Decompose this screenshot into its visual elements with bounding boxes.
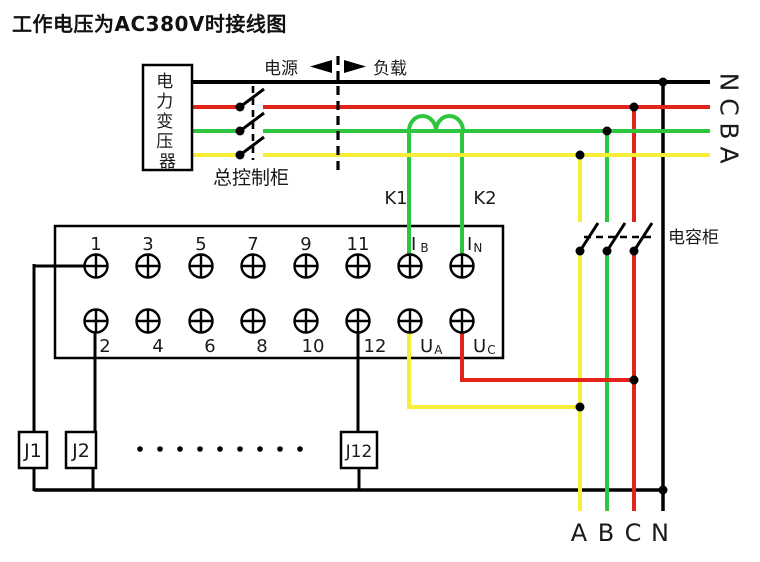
terminal-label-3: 3	[142, 234, 153, 255]
junction-a-top	[575, 150, 585, 160]
terminal-label-6: 6	[204, 336, 215, 357]
terminal-11	[345, 253, 371, 279]
terminal-uc	[449, 308, 475, 334]
cap-switch-blade-a	[578, 222, 600, 252]
junction-dots	[575, 77, 668, 495]
cap-switch-pivot-b	[602, 246, 612, 256]
terminal-label-11: 11	[347, 234, 370, 255]
terminal-8	[240, 308, 266, 334]
junction-n-bus	[658, 485, 668, 495]
bottom-bus-labels: A B C N	[571, 519, 669, 547]
switch-blade-b	[239, 111, 265, 133]
wire-uc-tap	[460, 332, 634, 382]
terminal-7	[240, 253, 266, 279]
terminal-label-5: 5	[195, 234, 206, 255]
right-label-b: B	[715, 122, 744, 139]
terminal-3	[135, 253, 161, 279]
capacitor-label: 电容柜	[668, 228, 719, 248]
terminal-12	[345, 308, 371, 334]
terminal-2	[83, 308, 109, 334]
right-bus-labels: N C B A	[715, 73, 744, 164]
junction-ua	[575, 402, 585, 412]
terminal-block-outline	[53, 224, 505, 360]
cap-switch-pivot-c	[629, 246, 639, 256]
main-cabinet-label: 总控制柜	[213, 167, 289, 189]
terminal-label-9: 9	[300, 234, 311, 255]
cap-switch-blade-b	[605, 222, 627, 252]
terminal-label-in: IN	[467, 234, 482, 255]
bottom-label-a: A	[571, 519, 588, 547]
terminal-label-7: 7	[247, 234, 258, 255]
terminal-ua	[397, 308, 423, 334]
terminal-bottom-labels: 2 4 6 8 10 12	[99, 336, 386, 357]
terminal-5	[188, 253, 214, 279]
main-cabinet-switch	[235, 86, 265, 160]
relay-box-j1	[17, 430, 49, 470]
right-label-c: C	[715, 98, 744, 115]
page-title: 工作电压为AC380V时接线图	[12, 12, 287, 36]
relay-box-j2	[64, 430, 98, 470]
terminal-ib	[397, 253, 423, 279]
relay-outputs: J1 J2 J12	[17, 430, 379, 470]
relay-ellipsis-dots	[137, 446, 303, 452]
load-label: 负载	[373, 59, 407, 79]
terminal-label-4: 4	[152, 336, 163, 357]
bottom-label-b: B	[598, 519, 614, 547]
terminal-label-8: 8	[256, 336, 267, 357]
switch-pivot-c	[235, 102, 245, 112]
terminal-label-2: 2	[99, 336, 110, 357]
transformer-box	[141, 63, 194, 172]
switch-pivot-b	[235, 126, 245, 136]
wire-ua-tap	[407, 332, 580, 409]
switch-blade-a	[239, 135, 265, 157]
junction-b-top	[602, 126, 612, 136]
junction-n-top	[658, 77, 668, 87]
ct-label-k2: K2	[473, 188, 496, 209]
terminal-screws	[83, 253, 475, 334]
source-arrow-icon	[310, 60, 332, 73]
terminal-6	[188, 308, 214, 334]
terminal-in	[449, 253, 475, 279]
load-arrow-icon	[344, 60, 366, 73]
relay-box-j12	[339, 430, 379, 470]
terminal-label-1: 1	[90, 234, 101, 255]
terminal-4	[135, 308, 161, 334]
source-label: 电源	[264, 59, 298, 79]
relay-label-j12: J12	[345, 442, 373, 462]
cap-switch-blade-c	[632, 222, 654, 252]
cap-switch-pivot-a	[575, 246, 585, 256]
capacitor-branch	[578, 107, 636, 511]
right-label-a: A	[715, 146, 744, 163]
switch-pivot-a	[235, 150, 245, 160]
relay-label-j1: J1	[23, 440, 42, 462]
terminal-10	[293, 308, 319, 334]
capacitor-switch	[575, 222, 654, 256]
ct-label-k1: K1	[384, 188, 407, 209]
terminal-label-uc: UC	[473, 336, 496, 357]
terminal-label-12: 12	[364, 336, 387, 357]
bottom-label-c: C	[625, 519, 642, 547]
bottom-label-n: N	[651, 519, 669, 547]
terminal-label-10: 10	[302, 336, 325, 357]
terminal-top-labels: 1 3 5 7 9 11	[90, 234, 369, 255]
right-label-n: N	[715, 73, 744, 92]
transformer-label: 电 力 变 压 器	[156, 72, 178, 172]
terminal-label-ua: UA	[420, 336, 443, 357]
current-transformer-icon	[407, 114, 465, 132]
switch-blade-c	[239, 87, 265, 109]
junction-c-top	[629, 102, 639, 112]
terminal-9	[293, 253, 319, 279]
terminal-1	[83, 253, 109, 279]
junction-uc	[629, 375, 639, 385]
relay-label-j2: J2	[71, 440, 90, 462]
